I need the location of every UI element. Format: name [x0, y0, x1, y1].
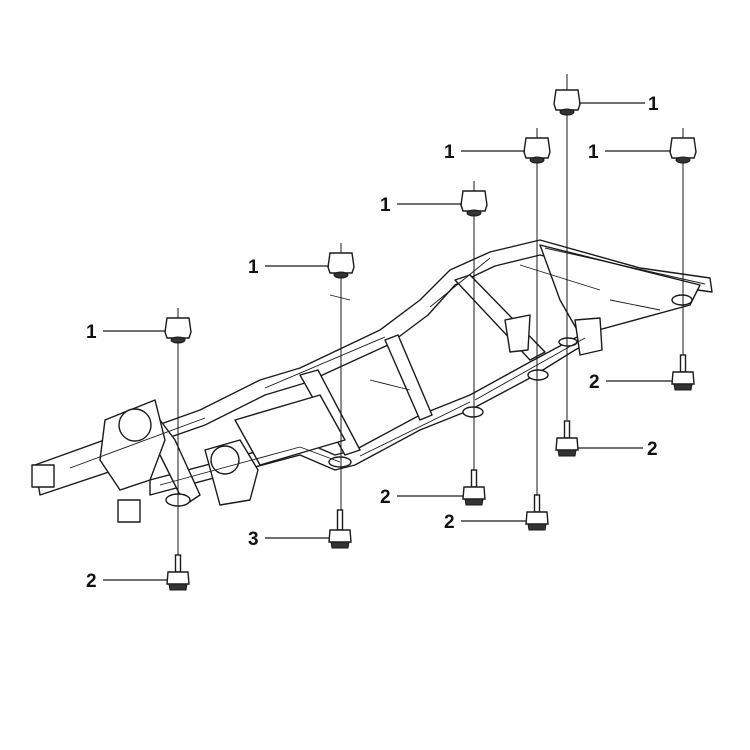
mount-pad-3: [462, 406, 484, 418]
callout-2-left: 2: [86, 571, 97, 592]
callout-2-mid-rear: 2: [444, 512, 455, 533]
callout-labels: 1 1 1 1 1 1 2 2 2 2 2 3: [86, 94, 659, 592]
lower-cushion-3: [525, 494, 549, 531]
upper-cushions: [164, 74, 697, 344]
front-right-horn: [117, 499, 141, 523]
callout-1-mid-rear: 1: [444, 142, 455, 163]
rear-spring-hanger: [574, 317, 603, 356]
leader-lines: [103, 102, 672, 581]
upper-cushion-1: [164, 308, 192, 344]
lower-cushion-1: [166, 554, 190, 591]
mount-pad-5: [558, 337, 578, 347]
callout-1-rear: 1: [588, 142, 599, 163]
front-left-horn: [31, 464, 55, 488]
lower-cushion-5: [671, 354, 695, 391]
bolt-mount-1: [328, 509, 352, 549]
lower-cushions: [166, 354, 695, 591]
lower-cushion-4: [555, 420, 579, 457]
callout-1-top: 1: [648, 94, 659, 115]
callout-2-right-lower: 2: [647, 439, 658, 460]
callout-2-right: 2: [589, 372, 600, 393]
lower-cushion-2: [462, 469, 486, 506]
callout-1-left: 1: [86, 322, 97, 343]
mid-crossmember-3: [454, 274, 546, 361]
frame-detail-lines: [69, 247, 706, 486]
vehicle-frame: [31, 239, 713, 523]
callout-3: 3: [248, 529, 259, 550]
transmission-crossmember: [234, 394, 346, 466]
upper-cushion-2: [327, 243, 355, 279]
spring-seat-left: [118, 408, 152, 442]
mid-crossmember-2: [384, 334, 433, 421]
rear-crossmember: [539, 244, 701, 336]
rear-bracket: [504, 314, 531, 353]
callout-1-mid: 1: [380, 195, 391, 216]
callout-1-front-mid: 1: [248, 257, 259, 278]
spring-seat-right: [210, 445, 240, 475]
mount-pad-6: [671, 294, 693, 306]
upper-cushion-3: [460, 181, 488, 217]
callout-2-mid: 2: [380, 487, 391, 508]
upper-cushion-6: [669, 128, 697, 164]
alignment-axes: [177, 114, 684, 555]
upper-cushion-4: [523, 128, 551, 164]
upper-cushion-5: [553, 74, 581, 116]
mount-pad-4: [527, 369, 549, 381]
